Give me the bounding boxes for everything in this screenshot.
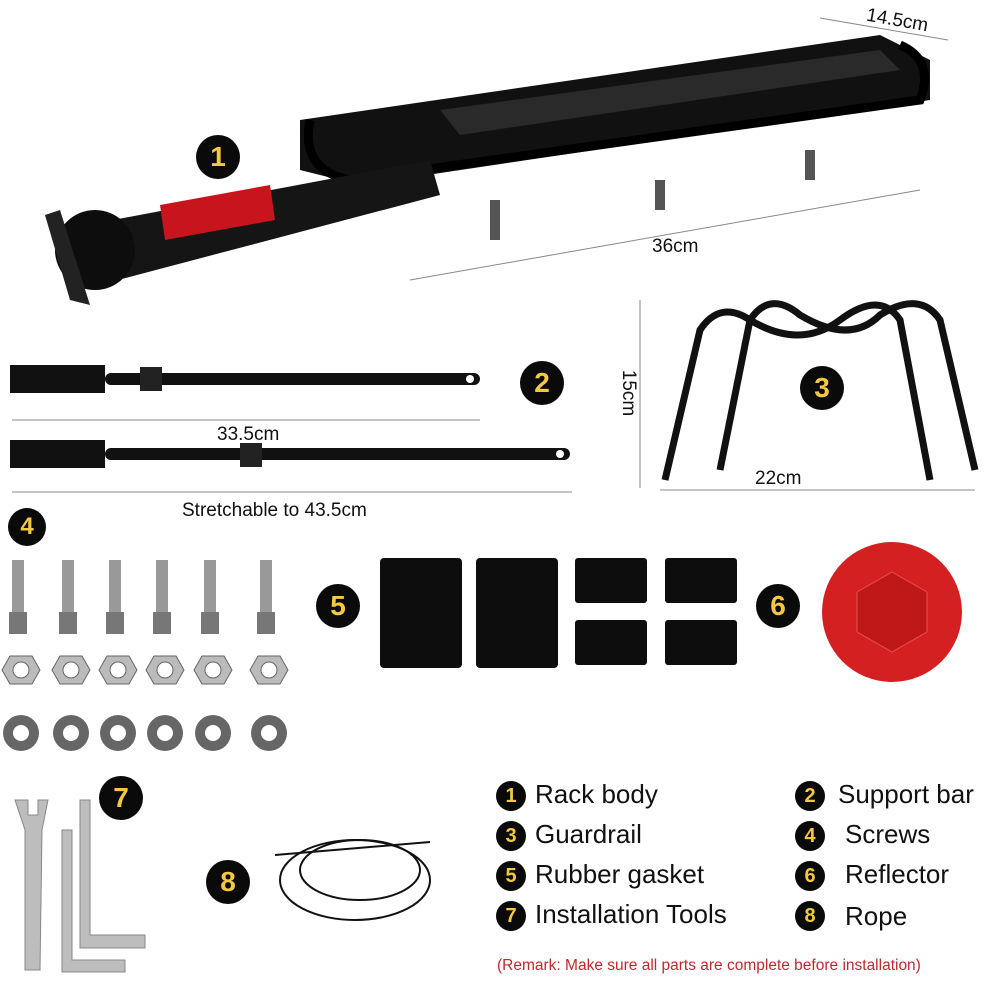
legend-label-2: Support bar: [838, 779, 974, 809]
legend-badge-2: 2: [795, 781, 825, 811]
legend-label-7: Installation Tools: [535, 899, 727, 929]
badge-4: 4: [8, 508, 46, 546]
legend-badge-1: 1: [496, 781, 526, 811]
bar-length-label: 33.5cm: [217, 424, 280, 445]
legend-badge-3: 3: [496, 821, 526, 851]
badge-1: 1: [196, 135, 240, 179]
badge-8: 8: [206, 860, 250, 904]
rack-body-image: [45, 17, 949, 305]
legend-badge-5: 5: [496, 861, 526, 891]
rubber-gasket-image: [380, 558, 737, 668]
badge-7: 7: [99, 776, 143, 820]
screws-image: [1, 559, 289, 752]
legend-badge-4: 4: [795, 821, 825, 851]
reflector-image: [822, 542, 962, 682]
legend-label-5: Rubber gasket: [535, 859, 705, 889]
remark-note: (Remark: Make sure all parts are complet…: [497, 957, 921, 974]
legend-badge-7: 7: [496, 901, 526, 931]
installation-tools-image: [14, 799, 146, 973]
badge-6: 6: [756, 584, 800, 628]
badge-3: 3: [800, 366, 844, 410]
guardrail-image: [639, 300, 979, 491]
support-bars-image: [10, 365, 572, 493]
legend-label-8: Rope: [845, 901, 908, 931]
legend-label-4: Screws: [845, 819, 931, 849]
legend-label-1: Rack body: [535, 779, 658, 809]
legend-badge-8: 8: [795, 901, 825, 931]
bar-stretch-label: Stretchable to 43.5cm: [182, 500, 367, 521]
rope-image: [274, 839, 431, 921]
badge-5: 5: [316, 584, 360, 628]
legend-badge-6: 6: [795, 861, 825, 891]
guardrail-width-label: 22cm: [755, 468, 802, 489]
guardrail-height-label: 15cm: [618, 369, 640, 417]
badge-2: 2: [520, 361, 564, 405]
rack-length-label: 36cm: [652, 236, 699, 257]
legend-label-6: Reflector: [845, 859, 950, 889]
legend-label-3: Guardrail: [535, 819, 642, 849]
